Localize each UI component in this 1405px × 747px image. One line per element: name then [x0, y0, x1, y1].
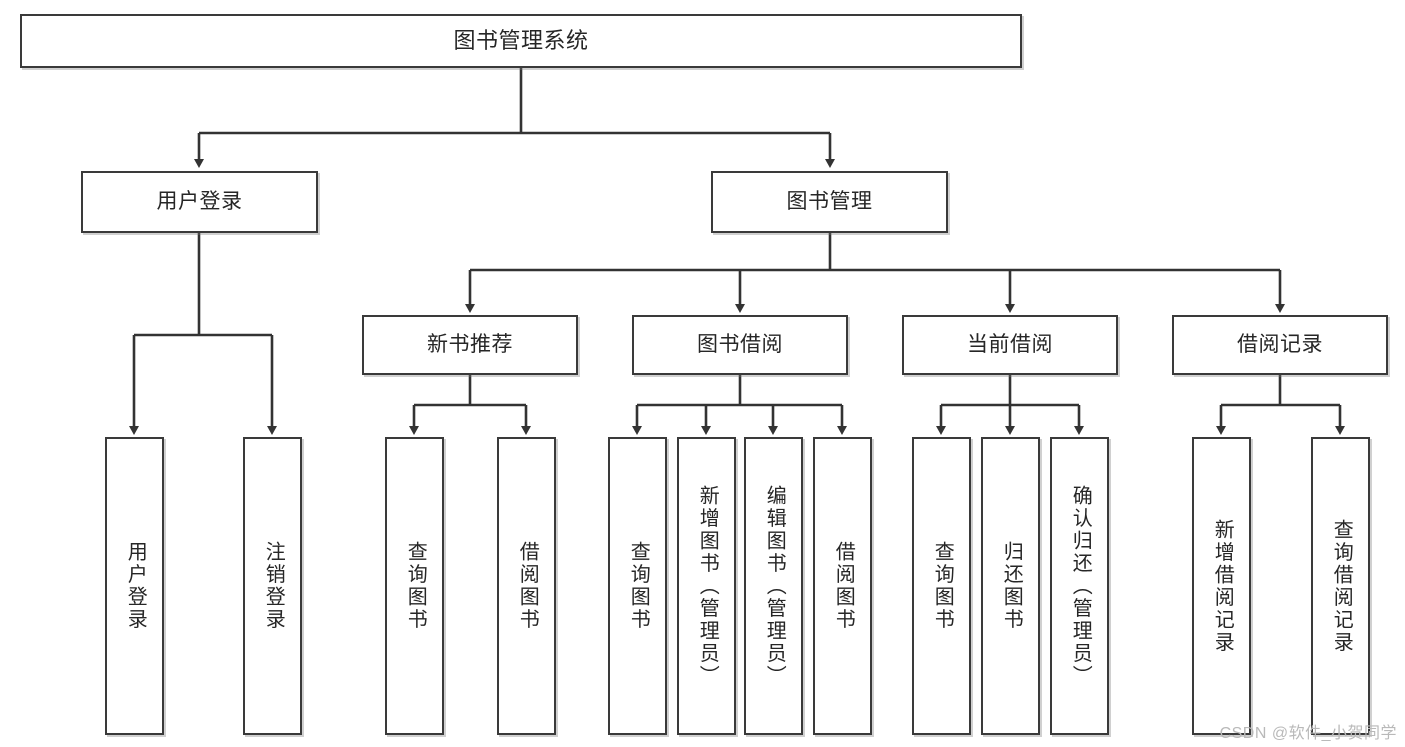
- csdn-watermark: CSDN @软件_小贺同学: [1219, 725, 1397, 742]
- leaf-borrow-book-1[interactable]: 借阅图书: [497, 437, 556, 735]
- node-new-book-recommend-label: 新书推荐: [427, 332, 513, 356]
- leaf-borrow-book-2-label: 借阅图书: [832, 541, 855, 631]
- leaf-add-book-label: 新增图书（管理员）: [696, 484, 719, 688]
- node-book-manage-label: 图书管理: [786, 189, 873, 213]
- leaf-query-book-3[interactable]: 查询图书: [912, 437, 971, 735]
- leaf-user-logout-label: 注销登录: [262, 541, 285, 631]
- leaf-query-book-2-label: 查询图书: [627, 541, 650, 631]
- node-root[interactable]: 图书管理系统: [20, 14, 1022, 68]
- node-borrow-record[interactable]: 借阅记录: [1172, 315, 1388, 375]
- leaf-confirm-return[interactable]: 确认归还（管理员）: [1050, 437, 1109, 735]
- leaf-user-login-label: 用户登录: [124, 541, 147, 631]
- leaf-user-login[interactable]: 用户登录: [105, 437, 164, 735]
- node-current-borrow[interactable]: 当前借阅: [902, 315, 1118, 375]
- leaf-return-book[interactable]: 归还图书: [981, 437, 1040, 735]
- leaf-add-record[interactable]: 新增借阅记录: [1192, 437, 1251, 735]
- leaf-borrow-book-2[interactable]: 借阅图书: [813, 437, 872, 735]
- leaf-add-record-label: 新增借阅记录: [1211, 518, 1234, 654]
- node-book-borrow[interactable]: 图书借阅: [632, 315, 848, 375]
- leaf-borrow-book-1-label: 借阅图书: [516, 541, 539, 631]
- leaf-query-record-label: 查询借阅记录: [1330, 518, 1353, 654]
- leaf-query-record[interactable]: 查询借阅记录: [1311, 437, 1370, 735]
- node-user-login-label: 用户登录: [156, 189, 243, 213]
- node-user-login[interactable]: 用户登录: [81, 171, 318, 233]
- node-current-borrow-label: 当前借阅: [967, 332, 1053, 356]
- node-new-book-recommend[interactable]: 新书推荐: [362, 315, 578, 375]
- leaf-query-book-3-label: 查询图书: [931, 541, 954, 631]
- leaf-user-logout[interactable]: 注销登录: [243, 437, 302, 735]
- node-root-label: 图书管理系统: [453, 28, 589, 54]
- leaf-confirm-return-label: 确认归还（管理员）: [1069, 484, 1092, 688]
- node-borrow-record-label: 借阅记录: [1237, 332, 1323, 356]
- leaf-query-book-1-label: 查询图书: [404, 541, 427, 631]
- leaf-query-book-2[interactable]: 查询图书: [608, 437, 667, 735]
- node-book-borrow-label: 图书借阅: [697, 332, 783, 356]
- leaf-add-book[interactable]: 新增图书（管理员）: [677, 437, 736, 735]
- leaf-edit-book[interactable]: 编辑图书（管理员）: [744, 437, 803, 735]
- leaf-query-book-1[interactable]: 查询图书: [385, 437, 444, 735]
- node-book-manage[interactable]: 图书管理: [711, 171, 948, 233]
- leaf-edit-book-label: 编辑图书（管理员）: [763, 484, 786, 688]
- leaf-return-book-label: 归还图书: [1000, 541, 1023, 631]
